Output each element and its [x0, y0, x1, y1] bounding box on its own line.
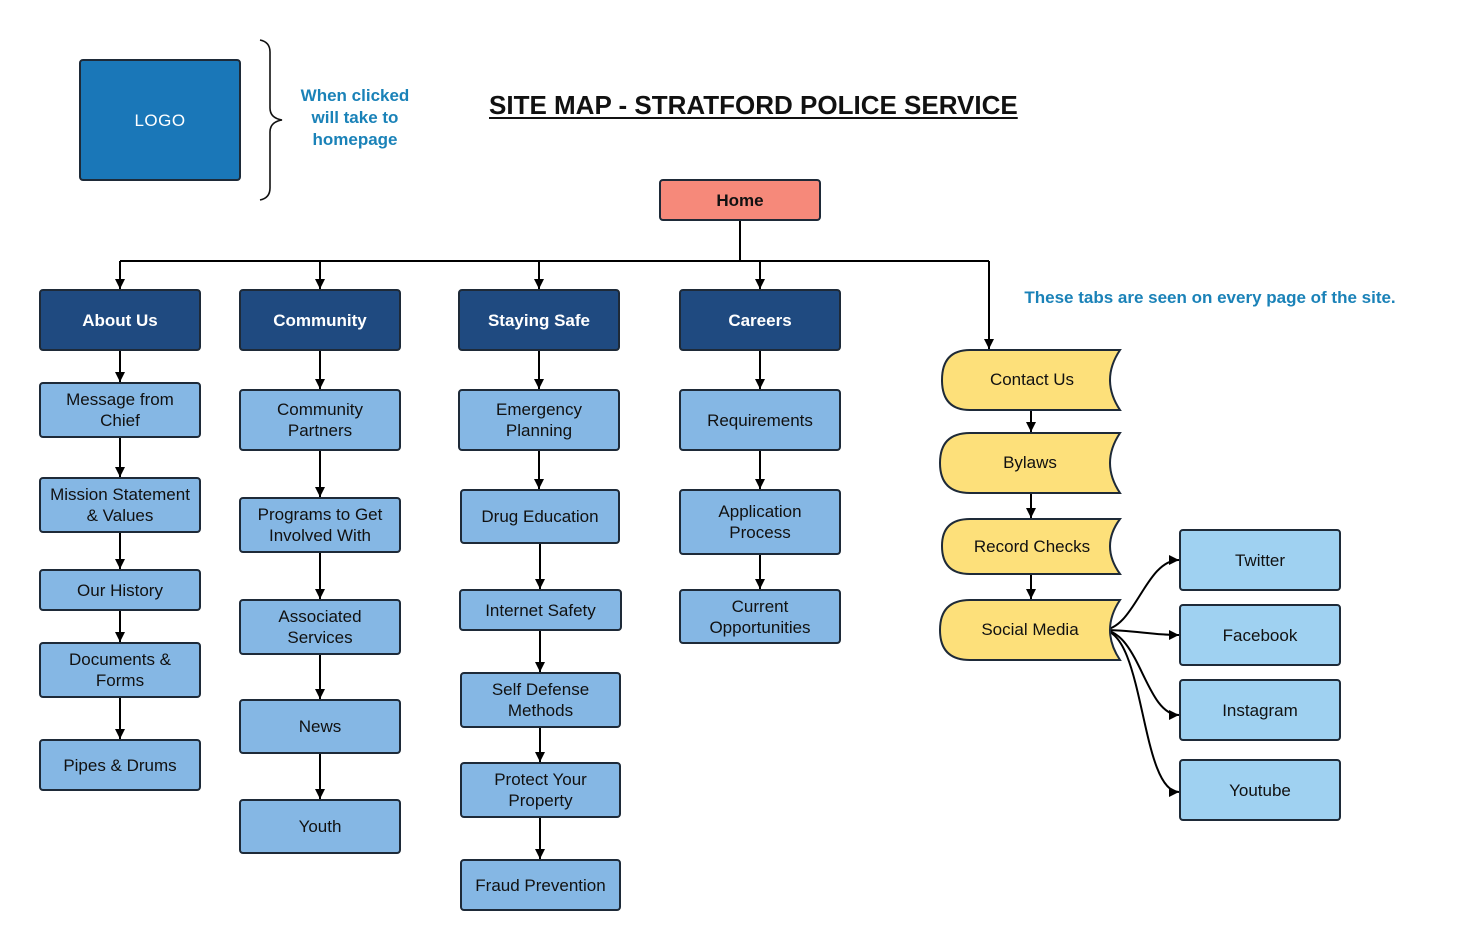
logo-note-line: homepage	[312, 130, 398, 149]
contact-tab-shape	[940, 349, 1122, 411]
brace	[259, 39, 283, 201]
node-label: Drug Education	[481, 507, 599, 526]
social-youtube[interactable]: Youtube	[1179, 759, 1341, 821]
tab-social-media[interactable]: Social Media	[981, 620, 1079, 639]
node-label: Forms	[95, 671, 145, 690]
page-internet-safety[interactable]: Internet Safety	[459, 589, 622, 631]
node-label: Associated	[278, 607, 362, 626]
page-fraud-prevention[interactable]: Fraud Prevention	[460, 859, 621, 911]
node-label: News	[298, 717, 342, 736]
node-label: Involved With	[268, 526, 372, 545]
page-title: SITE MAP - STRATFORD POLICE SERVICE	[489, 90, 1018, 120]
node-label: Property	[508, 791, 573, 810]
logo-note-line: will take to	[311, 108, 399, 127]
node-label: Current	[731, 596, 789, 616]
node-label: Programs to Get	[257, 505, 383, 524]
page-drug-education[interactable]: Drug Education	[460, 489, 620, 544]
tab-staying-safe[interactable]: Staying Safe	[458, 289, 620, 351]
node-label: Documents &	[68, 650, 172, 669]
node-label: Opportunities	[709, 617, 811, 637]
node-label: Emergency	[496, 400, 582, 419]
node-label: Chief	[100, 411, 140, 430]
tabs-note: These tabs are seen on every page of the…	[1024, 288, 1396, 307]
logo-note-line: When clicked	[300, 86, 410, 105]
node-label: Mission Statement	[50, 485, 190, 504]
node-label: Pipes & Drums	[63, 755, 177, 775]
node-label: Message from	[66, 390, 174, 409]
node-label: Youth	[298, 817, 342, 836]
page-our-history[interactable]: Our History	[39, 569, 201, 611]
node-label: Application	[718, 502, 802, 521]
tab-about-us[interactable]: About Us	[39, 289, 201, 351]
page-documents-forms[interactable]: Documents & Forms	[39, 642, 201, 698]
logo[interactable]: LOGO	[79, 59, 241, 181]
logo-note: When clicked will take to homepage	[285, 85, 425, 151]
node-label: Partners	[287, 421, 353, 440]
node-label: Our History	[77, 580, 163, 600]
node-label: Self Defense	[491, 680, 590, 699]
social-twitter[interactable]: Twitter	[1179, 529, 1341, 591]
tab-bylaws[interactable]: Bylaws	[1003, 453, 1057, 472]
node-label: Fraud Prevention	[475, 875, 606, 895]
node-label: Protect Your	[494, 770, 587, 789]
tab-community[interactable]: Community	[239, 289, 401, 351]
home-node[interactable]: Home	[659, 179, 821, 221]
node-label: Process	[729, 523, 791, 542]
social-tab-shape	[938, 599, 1122, 661]
bylaws-tab-shape	[938, 432, 1122, 494]
node-label: Community	[277, 400, 363, 419]
page-requirements[interactable]: Requirements	[679, 389, 841, 451]
tab-contact-us[interactable]: Contact Us	[989, 370, 1075, 389]
page-news[interactable]: News	[239, 699, 401, 754]
node-label: Internet Safety	[485, 600, 596, 620]
page-mission-statement[interactable]: Mission Statement & Values	[39, 477, 201, 533]
node-label: Planning	[505, 421, 573, 440]
node-label: Requirements	[707, 410, 813, 430]
node-label: & Values	[86, 506, 154, 525]
record-tab-shape	[940, 518, 1122, 575]
page-pipes-drums[interactable]: Pipes & Drums	[39, 739, 201, 791]
node-label: Services	[287, 628, 353, 647]
tab-careers[interactable]: Careers	[679, 289, 841, 351]
social-facebook[interactable]: Facebook	[1179, 604, 1341, 666]
page-youth[interactable]: Youth	[239, 799, 401, 854]
social-instagram[interactable]: Instagram	[1179, 679, 1341, 741]
tab-record-checks[interactable]: Record Checks	[973, 536, 1091, 556]
node-label: Methods	[507, 701, 574, 720]
